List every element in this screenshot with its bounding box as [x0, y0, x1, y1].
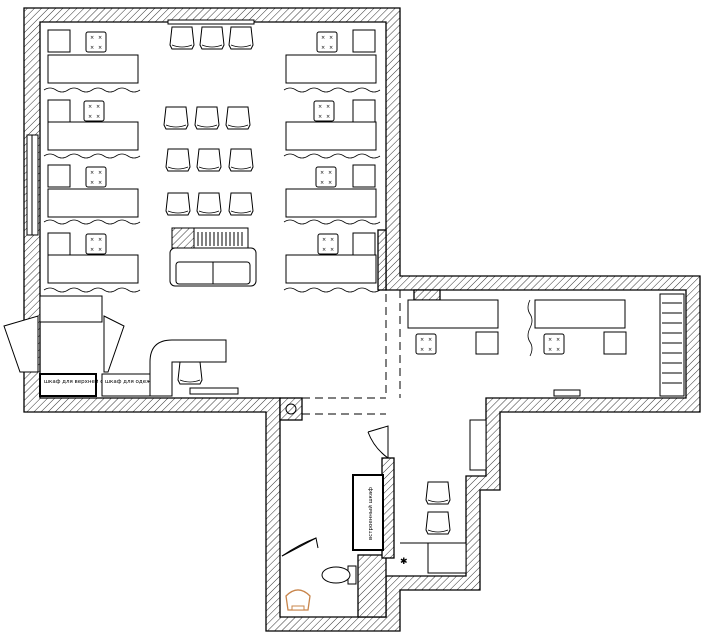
wardrobe-builtin-label: встроенный шкаф [367, 487, 374, 540]
wardrobe-outerwear-label: шкаф для верхней одежды [44, 378, 124, 385]
dashed-openings [302, 290, 401, 415]
entrance-door [3, 295, 125, 373]
sofa [169, 227, 257, 287]
left-desks [47, 29, 139, 284]
right-room [407, 293, 685, 397]
svg-text:✱: ✱ [400, 557, 408, 567]
wardrobe-outerwear: шкаф для верхней одежды [39, 373, 124, 397]
center-chairs [163, 19, 255, 216]
right-desks [285, 29, 377, 284]
corridor: встроенный шкаф ✱ [281, 419, 487, 611]
walls [23, 7, 701, 632]
curtains [43, 87, 381, 293]
reception-desk [149, 339, 239, 397]
wardrobe-clothes-label: шкаф для одежды [105, 379, 159, 385]
left-window [26, 134, 39, 236]
